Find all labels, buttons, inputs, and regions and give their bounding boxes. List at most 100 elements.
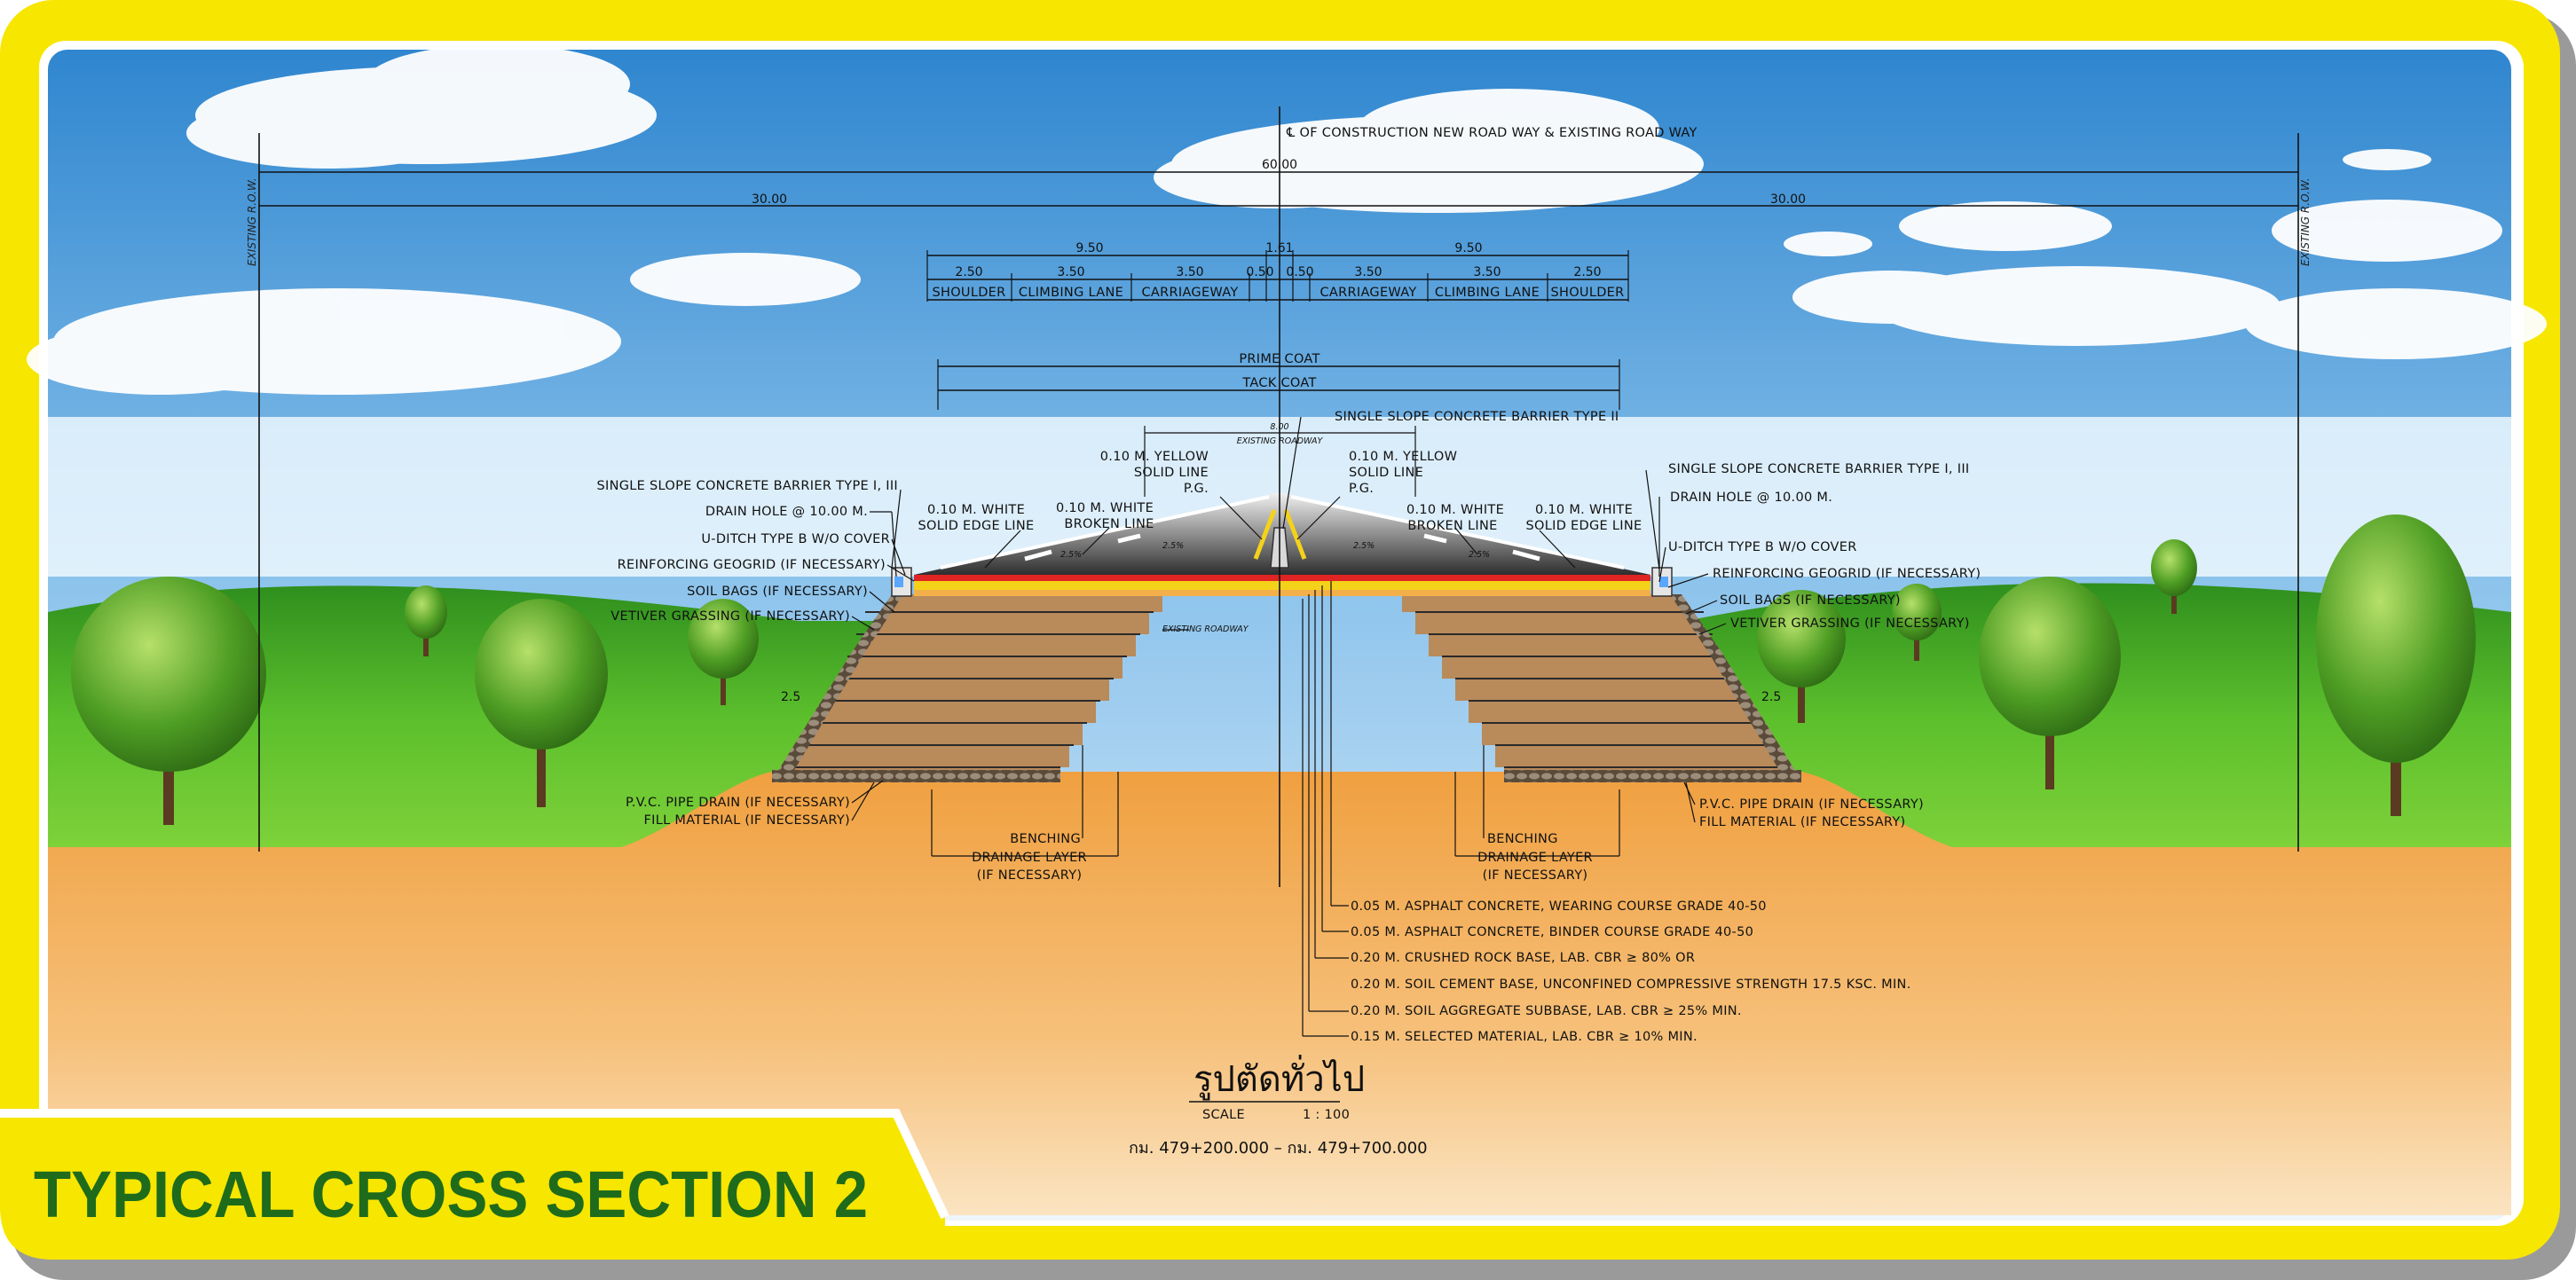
left-pvc-label: P.V.C. PIPE DRAIN (IF NECESSARY) xyxy=(626,796,850,810)
dim-half-right: 30.00 xyxy=(1770,192,1806,207)
left-yellow-2: SOLID LINE xyxy=(1134,466,1209,480)
layer-5: 0.15 M. SELECTED MATERIAL, LAB. CBR ≥ 10… xyxy=(1351,1030,1698,1044)
lane-0-name: SHOULDER xyxy=(932,286,1005,300)
lane-0-width: 2.50 xyxy=(955,265,982,279)
layer-3: 0.20 M. SOIL CEMENT BASE, UNCONFINED COM… xyxy=(1351,978,1911,992)
right-vetiver-label: VETIVER GRASSING (IF NECESSARY) xyxy=(1730,616,1970,631)
scale-label: SCALE xyxy=(1202,1108,1245,1122)
right-meadow xyxy=(1686,583,2511,852)
dim-total: 60.00 xyxy=(1262,158,1297,172)
dim-left-half-width: 9.50 xyxy=(1075,241,1103,255)
left-vetiver-label: VETIVER GRASSING (IF NECESSARY) xyxy=(611,609,850,624)
yellow-centerlines xyxy=(1253,509,1307,560)
left-white-solid-2: SOLID EDGE LINE xyxy=(918,519,1035,533)
lane-2-width: 3.50 xyxy=(1176,265,1203,279)
left-white-broken-1: 0.10 M. WHITE xyxy=(1056,501,1154,515)
row-label-right: EXISTING R.O.W. xyxy=(2299,177,2312,266)
left-labels: SINGLE SLOPE CONCRETE BARRIER TYPE I, II… xyxy=(597,479,1087,883)
right-yellow-1: 0.10 M. YELLOW xyxy=(1349,450,1457,464)
trees xyxy=(71,514,2476,825)
layer-0: 0.05 M. ASPHALT CONCRETE, WEARING COURSE… xyxy=(1351,899,1767,914)
right-white-solid-2: SOLID EDGE LINE xyxy=(1526,519,1642,533)
lane-6-name: CLIMBING LANE xyxy=(1435,286,1540,300)
row-label-left: EXISTING R.O.W. xyxy=(246,177,258,266)
leader-lines xyxy=(851,416,1727,1037)
slope-left: 2.5 xyxy=(781,690,800,704)
right-pg: P.G. xyxy=(1349,482,1374,496)
right-soil-bags-label: SOIL BAGS (IF NECESSARY) xyxy=(1720,593,1901,608)
right-pvc-label: P.V.C. PIPE DRAIN (IF NECESSARY) xyxy=(1699,797,1924,812)
dimension-lines xyxy=(258,106,2299,887)
slope-pct-0: 2.5% xyxy=(1060,550,1082,560)
lane-5-name: CARRIAGEWAY xyxy=(1320,286,1416,300)
scene xyxy=(27,44,2547,1221)
lane-6-width: 3.50 xyxy=(1473,265,1501,279)
existing-roadway-top: EXISTING ROADWAY xyxy=(1237,436,1324,446)
clouds xyxy=(27,44,2547,395)
right-drainage-label-1: DRAINAGE LAYER xyxy=(1477,851,1593,865)
lane-1-width: 3.50 xyxy=(1057,265,1084,279)
layer-4: 0.20 M. SOIL AGGREGATE SUBBASE, LAB. CBR… xyxy=(1351,1004,1742,1018)
right-soil-bags xyxy=(1670,594,1801,781)
lane-markings xyxy=(940,495,1625,569)
left-drainage-label-1: DRAINAGE LAYER xyxy=(972,851,1087,865)
barrier-type2-label: SINGLE SLOPE CONCRETE BARRIER TYPE II xyxy=(1335,410,1619,424)
title-banner: TYPICAL CROSS SECTION 2 xyxy=(0,1109,949,1260)
right-fill-label: FILL MATERIAL (IF NECESSARY) xyxy=(1699,815,1906,829)
scale-value: 1 : 100 xyxy=(1303,1108,1350,1122)
right-labels: SINGLE SLOPE CONCRETE BARRIER TYPE I, II… xyxy=(1477,462,1981,883)
left-pg: P.G. xyxy=(1184,482,1209,496)
existing-width: 8.00 xyxy=(1270,422,1288,432)
left-yellow-1: 0.10 M. YELLOW xyxy=(1100,450,1209,464)
left-benching-label: BENCHING xyxy=(1010,832,1081,846)
layer-2: 0.20 M. CRUSHED ROCK BASE, LAB. CBR ≥ 80… xyxy=(1351,951,1695,965)
right-drain-hole-label: DRAIN HOLE @ 10.00 M. xyxy=(1670,491,1832,505)
slope-right: 2.5 xyxy=(1761,690,1781,704)
dim-right-half-width: 9.50 xyxy=(1454,241,1482,255)
lane-7-width: 2.50 xyxy=(1573,265,1601,279)
base-yellow-layer xyxy=(914,581,1650,590)
left-fill-label: FILL MATERIAL (IF NECESSARY) xyxy=(644,813,851,828)
bench-lines xyxy=(785,611,1784,768)
right-benching-label: BENCHING xyxy=(1487,832,1558,846)
right-u-ditch-label: U-DITCH TYPE B W/O COVER xyxy=(1668,540,1857,554)
center-labels: SINGLE SLOPE CONCRETE BARRIER TYPE II 0.… xyxy=(918,410,1642,533)
prime-coat-label: PRIME COAT xyxy=(1239,352,1320,366)
tack-coat-label: TACK COAT xyxy=(1241,376,1316,390)
lane-4-width: 0.50 xyxy=(1286,265,1313,279)
caption: รูปตัดทั่วไป SCALE 1 : 100 กม. 479+200.0… xyxy=(1129,1055,1428,1158)
lane-3-width: 0.50 xyxy=(1246,265,1273,279)
banner-background xyxy=(0,1113,945,1260)
layer-list: 0.05 M. ASPHALT CONCRETE, WEARING COURSE… xyxy=(1351,899,1911,1044)
left-drain-hole-label: DRAIN HOLE @ 10.00 M. xyxy=(705,505,868,519)
right-geogrid-label: REINFORCING GEOGRID (IF NECESSARY) xyxy=(1713,567,1981,581)
road-embankment xyxy=(772,492,1801,782)
dim-half-left: 30.00 xyxy=(752,192,787,207)
slope-pct-3: 2.5% xyxy=(1469,550,1490,560)
slope-pct-1: 2.5% xyxy=(1162,541,1184,551)
left-soil-bags xyxy=(772,594,903,781)
thai-title: รูปตัดทั่วไป xyxy=(1193,1055,1365,1100)
station-range: กม. 479+200.000 – กม. 479+700.000 xyxy=(1129,1139,1428,1158)
soil-body xyxy=(48,772,2511,1215)
right-barrier-label: SINGLE SLOPE CONCRETE BARRIER TYPE I, II… xyxy=(1668,462,1969,476)
left-barrier-label: SINGLE SLOPE CONCRETE BARRIER TYPE I, II… xyxy=(597,479,898,493)
left-drainage-label-2: (IF NECESSARY) xyxy=(977,868,1083,883)
dimension-text: ℄ OF CONSTRUCTION NEW ROAD WAY & EXISTIN… xyxy=(246,126,2312,704)
left-geogrid-label: REINFORCING GEOGRID (IF NECESSARY) xyxy=(618,558,886,572)
lane-5-width: 3.50 xyxy=(1354,265,1382,279)
left-white-broken-2: BROKEN LINE xyxy=(1064,517,1154,531)
lane-1-name: CLIMBING LANE xyxy=(1019,286,1123,300)
layer-1: 0.05 M. ASPHALT CONCRETE, BINDER COURSE … xyxy=(1351,925,1753,939)
top-title: ℄ OF CONSTRUCTION NEW ROAD WAY & EXISTIN… xyxy=(1286,126,1698,140)
right-yellow-2: SOLID LINE xyxy=(1349,466,1423,480)
left-white-solid-1: 0.10 M. WHITE xyxy=(927,503,1025,517)
slope-pct-2: 2.5% xyxy=(1353,541,1375,551)
lane-2-name: CARRIAGEWAY xyxy=(1141,286,1238,300)
right-white-solid-1: 0.10 M. WHITE xyxy=(1535,503,1633,517)
existing-roadway-mid: EXISTING ROADWAY xyxy=(1162,624,1249,634)
right-white-broken-1: 0.10 M. WHITE xyxy=(1406,503,1504,517)
lane-7-name: SHOULDER xyxy=(1550,286,1624,300)
